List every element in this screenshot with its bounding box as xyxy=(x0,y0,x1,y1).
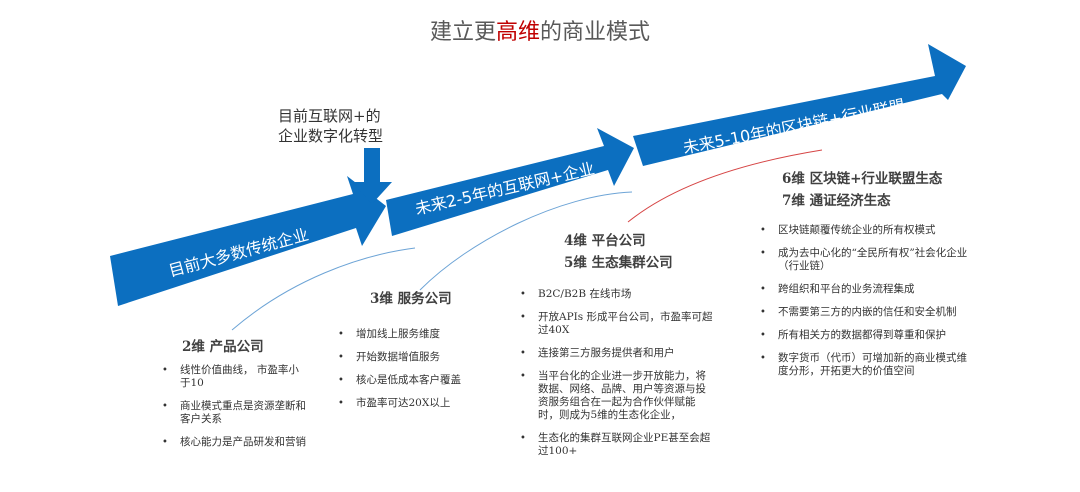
list-item: 开放APIs 形成平台公司，市盈率可超过40X xyxy=(516,311,716,337)
callout-digital-transformation: 目前互联网+的 企业数字化转型 xyxy=(278,106,383,146)
list-item: 线性价值曲线， 市盈率小于10 xyxy=(158,364,308,390)
callout-line2: 企业数字化转型 xyxy=(278,127,384,145)
arrow-traditional: 目前大多数传统企业 xyxy=(110,176,386,306)
title-highlight: 高维 xyxy=(495,20,540,45)
arrow-blockchain: 未来5-10年的区块链+行业联盟 xyxy=(633,44,966,166)
block-dim45: 4维 平台公司 5维 生态集群公司 B2C/B2B 在线市场 开放APIs 形成… xyxy=(516,230,716,468)
block-dim5-heading: 5维 生态集群公司 xyxy=(564,255,673,271)
title-suffix: 的商业模式 xyxy=(540,20,651,45)
list-item: 核心是低成本客户覆盖 xyxy=(334,374,484,387)
list-item: 数字货币（代币）可增加新的商业模式维度分形，开拓更大的价值空间 xyxy=(756,352,968,378)
list-item: 市盈率可达20X以上 xyxy=(334,397,484,410)
block-dim3-heading: 3维 服务公司 xyxy=(370,291,452,307)
arrow-internet-plus-shape xyxy=(386,128,634,236)
list-item: 生态化的集群互联网企业PE甚至会超过100+ xyxy=(516,432,716,458)
list-item: 跨组织和平台的业务流程集成 xyxy=(756,283,968,296)
block-dim67-list: 区块链颠覆传统企业的所有权模式 成为去中心化的“全民所有权”社会化企业（行业链）… xyxy=(756,224,968,378)
list-item: 不需要第三方的内嵌的信任和安全机制 xyxy=(756,306,968,319)
list-item: B2C/B2B 在线市场 xyxy=(516,288,716,301)
block-dim45-list: B2C/B2B 在线市场 开放APIs 形成平台公司，市盈率可超过40X 连接第… xyxy=(516,288,716,458)
list-item: 商业模式重点是资源垄断和客户关系 xyxy=(158,400,308,426)
block-dim3: 3维 服务公司 增加线上服务维度 开始数据增值服务 核心是低成本客户覆盖 市盈率… xyxy=(334,288,484,420)
list-item: 开始数据增值服务 xyxy=(334,351,484,364)
down-arrow-icon xyxy=(352,148,392,204)
block-dim3-list: 增加线上服务维度 开始数据增值服务 核心是低成本客户覆盖 市盈率可达20X以上 xyxy=(334,328,484,410)
list-item: 核心能力是产品研发和营销 xyxy=(158,436,308,449)
list-item: 当平台化的企业进一步开放能力，将数据、网络、品牌、用户等资源与投资服务组合在一起… xyxy=(516,370,716,422)
curve-dim3-to-dim45 xyxy=(419,191,633,291)
block-dim2-list: 线性价值曲线， 市盈率小于10 商业模式重点是资源垄断和客户关系 核心能力是产品… xyxy=(158,364,308,449)
list-item: 所有相关方的数据都得到尊重和保护 xyxy=(756,329,968,342)
arrow-traditional-shape xyxy=(110,176,386,306)
block-dim6-heading: 6维 区块链+行业联盟生态 xyxy=(782,171,943,187)
title-prefix: 建立更 xyxy=(429,20,496,45)
arrow-blockchain-shape xyxy=(633,44,966,166)
curve-dim45-to-dim67 xyxy=(627,149,823,223)
block-dim2-heading: 2维 产品公司 xyxy=(182,339,264,355)
list-item: 区块链颠覆传统企业的所有权模式 xyxy=(756,224,968,237)
curve-dim2-to-dim3 xyxy=(231,247,416,331)
arrow-internet-plus: 未来2-5年的互联网+企业 xyxy=(386,128,634,236)
block-dim4-heading: 4维 平台公司 xyxy=(564,233,646,249)
list-item: 连接第三方服务提供者和用户 xyxy=(516,347,716,360)
callout-line1: 目前互联网+的 xyxy=(278,107,381,125)
list-item: 成为去中心化的“全民所有权”社会化企业（行业链） xyxy=(756,247,968,273)
block-dim2: 2维 产品公司 线性价值曲线， 市盈率小于10 商业模式重点是资源垄断和客户关系… xyxy=(158,336,308,459)
diagram-title: 建立更高维的商业模式 xyxy=(0,14,1080,46)
block-dim67: 6维 区块链+行业联盟生态 7维 通证经济生态 区块链颠覆传统企业的所有权模式 … xyxy=(756,168,968,388)
list-item: 增加线上服务维度 xyxy=(334,328,484,341)
block-dim7-heading: 7维 通证经济生态 xyxy=(782,193,891,209)
